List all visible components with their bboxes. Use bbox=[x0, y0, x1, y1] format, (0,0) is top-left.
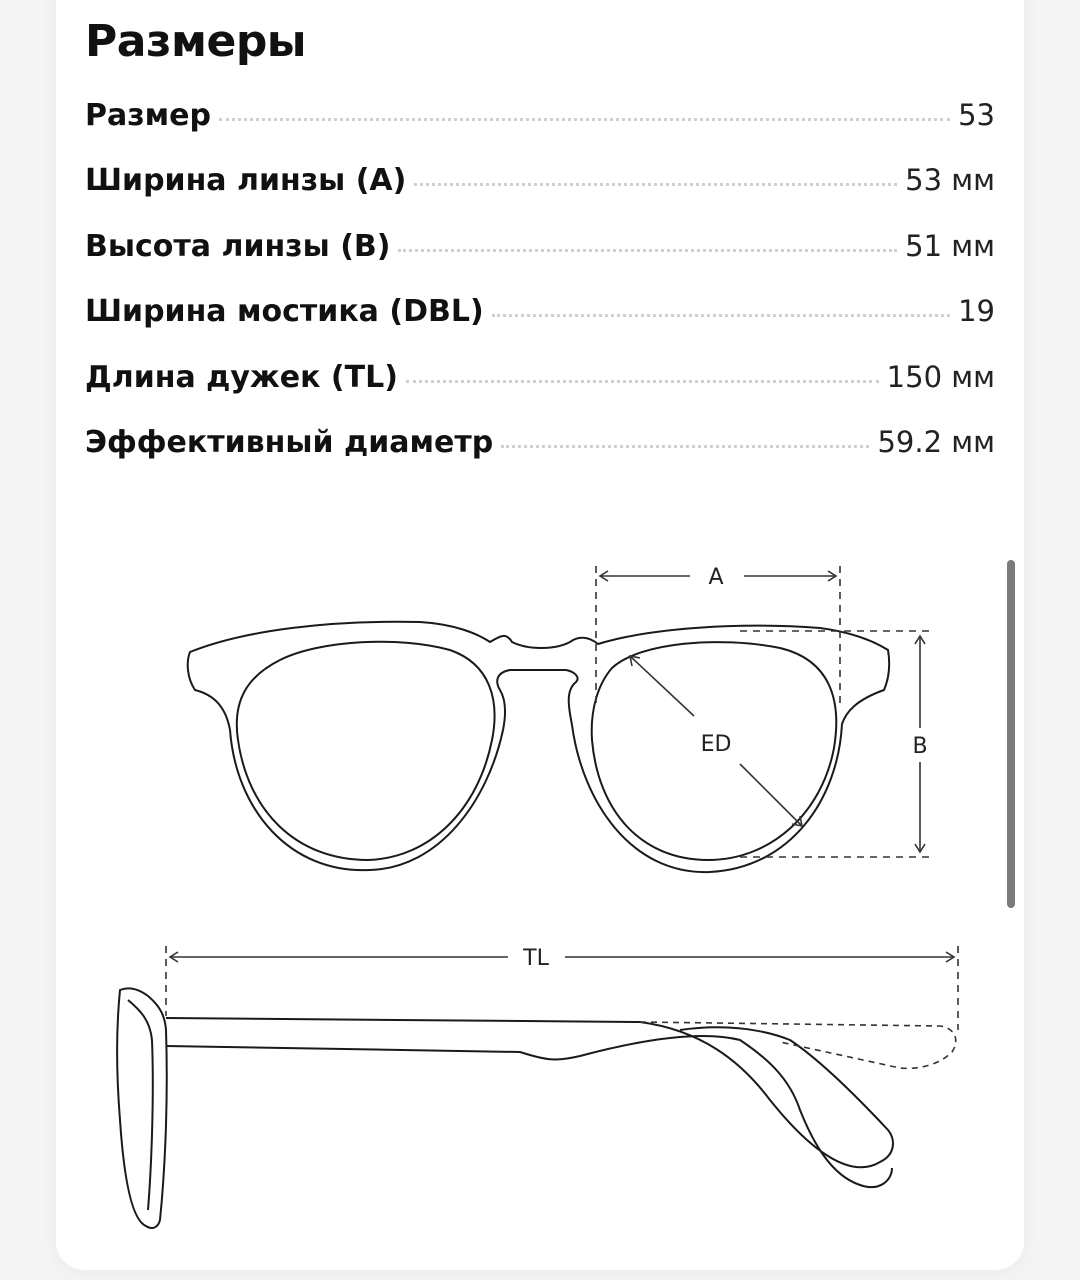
scrollbar[interactable] bbox=[1007, 560, 1015, 908]
label-ed: ED bbox=[701, 732, 732, 757]
spec-row-lens-height: Высота линзы (B) 51 мм bbox=[85, 229, 995, 294]
dotted-leader bbox=[501, 444, 870, 448]
left-lens bbox=[235, 640, 496, 862]
frame-outline bbox=[186, 620, 891, 874]
dotted-leader bbox=[491, 314, 951, 318]
spec-label: Длина дужек (TL) bbox=[85, 359, 398, 395]
label-a: A bbox=[708, 565, 723, 590]
dimension-b bbox=[740, 630, 930, 858]
section-title: Размеры bbox=[85, 16, 307, 67]
spec-label: Ширина линзы (A) bbox=[85, 163, 407, 199]
spec-row-bridge-width: Ширина мостика (DBL) 19 bbox=[85, 294, 995, 359]
spec-value: 19 bbox=[958, 294, 995, 329]
dimension-a bbox=[595, 566, 841, 708]
spec-row-temple-length: Длина дужек (TL) 150 мм bbox=[85, 360, 995, 425]
dotted-leader bbox=[398, 248, 898, 252]
right-lens bbox=[590, 641, 838, 862]
dimension-tl bbox=[165, 946, 959, 1030]
spec-label: Высота линзы (B) bbox=[85, 228, 391, 264]
lens-profile bbox=[127, 999, 154, 1211]
label-b: B bbox=[912, 734, 927, 759]
spec-value: 59.2 мм bbox=[877, 424, 995, 459]
spec-value: 53 мм bbox=[905, 163, 995, 198]
dotted-leader bbox=[219, 118, 951, 121]
spec-row-effective-diameter: Эффективный диаметр 59.2 мм bbox=[85, 425, 995, 490]
front-view bbox=[186, 620, 891, 874]
label-tl: TL bbox=[522, 946, 549, 971]
temple-arm bbox=[165, 1017, 894, 1169]
spec-value: 150 мм bbox=[886, 359, 995, 394]
dimension-ed bbox=[628, 654, 804, 828]
side-view bbox=[116, 987, 894, 1229]
spec-row-size: Размер 53 bbox=[85, 98, 995, 163]
spec-list: Размер 53 Ширина линзы (A) 53 мм Высота … bbox=[85, 98, 995, 490]
front-rim-profile bbox=[116, 987, 168, 1229]
temple-straight-dashed bbox=[639, 1021, 957, 1070]
spec-row-lens-width: Ширина линзы (A) 53 мм bbox=[85, 163, 995, 228]
spec-label: Эффективный диаметр bbox=[85, 424, 494, 460]
dotted-leader bbox=[414, 183, 898, 187]
temple-arm-bottom bbox=[165, 1035, 893, 1188]
spec-label: Ширина мостика (DBL) bbox=[85, 294, 484, 330]
spec-label: Размер bbox=[85, 98, 212, 133]
spec-value: 53 bbox=[958, 98, 995, 132]
spec-value: 51 мм bbox=[905, 228, 995, 263]
dotted-leader bbox=[405, 379, 879, 383]
